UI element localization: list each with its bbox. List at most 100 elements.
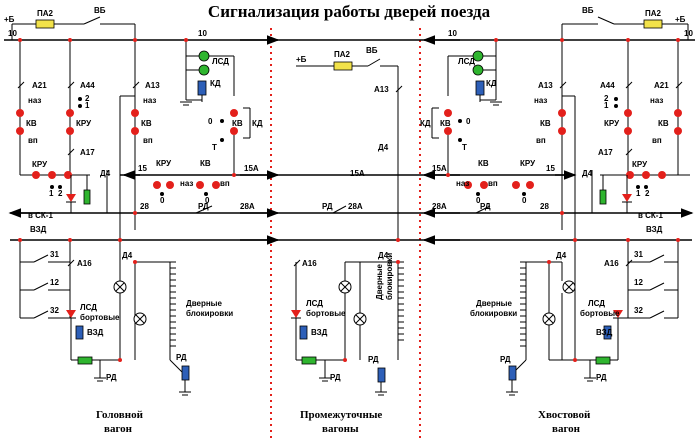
head-car-circuit: А21 наз КВ вп А44 2 1 КРУ А17 А13 наз КВ… — [8, 40, 280, 435]
svg-text:РД: РД — [330, 373, 341, 382]
svg-text:ВБ: ВБ — [582, 6, 594, 15]
svg-text:0: 0 — [208, 117, 213, 126]
svg-text:КВ: КВ — [440, 119, 451, 128]
svg-text:Хвостовой: Хвостовой — [538, 409, 591, 421]
svg-text:1: 1 — [85, 101, 90, 110]
svg-text:КД: КД — [420, 119, 431, 128]
svg-text:ВЗД: ВЗД — [87, 328, 104, 337]
svg-text:КРУ: КРУ — [604, 119, 620, 128]
svg-text:ПА2: ПА2 — [334, 50, 351, 59]
svg-text:КВ: КВ — [478, 159, 489, 168]
svg-text:бортовые: бортовые — [580, 309, 620, 318]
junction-dots — [18, 38, 680, 362]
svg-text:+Б: +Б — [675, 15, 686, 24]
svg-text:Дверные: Дверные — [476, 299, 513, 308]
svg-text:28: 28 — [140, 202, 149, 211]
svg-text:Дверные: Дверные — [375, 263, 384, 300]
svg-text:ЛСД: ЛСД — [212, 57, 229, 66]
svg-text:ВЗД: ВЗД — [646, 225, 663, 234]
svg-text:РД: РД — [368, 355, 379, 364]
svg-text:РД: РД — [106, 373, 117, 382]
svg-text:КВ: КВ — [26, 119, 37, 128]
svg-text:А17: А17 — [598, 148, 613, 157]
svg-text:КД: КД — [486, 79, 497, 88]
svg-text:ЛСД: ЛСД — [306, 299, 323, 308]
svg-text:ЛСД: ЛСД — [588, 299, 605, 308]
svg-text:10: 10 — [448, 29, 457, 38]
svg-text:РД: РД — [596, 373, 607, 382]
svg-text:ПА2: ПА2 — [645, 9, 662, 18]
svg-text:32: 32 — [50, 306, 59, 315]
svg-text:А44: А44 — [600, 81, 615, 90]
svg-text:А13: А13 — [374, 85, 389, 94]
svg-text:Д4: Д4 — [122, 251, 133, 260]
svg-text:1: 1 — [604, 101, 609, 110]
svg-text:блокировки: блокировки — [186, 309, 233, 318]
svg-text:10: 10 — [684, 29, 693, 38]
svg-text:15: 15 — [138, 164, 147, 173]
svg-text:15А: 15А — [432, 164, 447, 173]
svg-text:0: 0 — [522, 196, 527, 205]
svg-text:ВЗД: ВЗД — [30, 225, 47, 234]
svg-text:бортовые: бортовые — [306, 309, 346, 318]
svg-text:РД: РД — [322, 202, 333, 211]
svg-text:1: 1 — [636, 189, 641, 198]
right-battery-feed: +Б ПА2 ВБ — [561, 6, 689, 40]
middle-cars-circuit: +Б ПА2 ВБ А13 Д4 15А РД 28А А16 ЛСД борт… — [278, 46, 420, 435]
svg-text:вп: вп — [488, 179, 498, 188]
svg-text:28: 28 — [540, 202, 549, 211]
svg-text:вагон: вагон — [552, 423, 581, 435]
svg-text:РД: РД — [198, 202, 209, 211]
svg-text:А44: А44 — [80, 81, 95, 90]
svg-text:10: 10 — [8, 29, 17, 38]
svg-text:31: 31 — [634, 250, 643, 259]
svg-text:Дверные: Дверные — [186, 299, 223, 308]
svg-text:ВБ: ВБ — [94, 6, 106, 15]
svg-text:Т: Т — [462, 143, 467, 152]
svg-text:КВ: КВ — [141, 119, 152, 128]
svg-text:10: 10 — [198, 29, 207, 38]
svg-text:32: 32 — [634, 306, 643, 315]
svg-text:28А: 28А — [432, 202, 447, 211]
svg-text:+Б: +Б — [296, 55, 307, 64]
svg-text:0: 0 — [476, 196, 481, 205]
svg-text:1: 1 — [49, 189, 54, 198]
svg-text:в СК-1: в СК-1 — [638, 211, 663, 220]
left-battery-feed: +Б ПА2 ВБ — [4, 6, 136, 40]
svg-text:2: 2 — [604, 94, 609, 103]
svg-text:А21: А21 — [654, 81, 669, 90]
svg-text:Д4: Д4 — [378, 143, 389, 152]
svg-text:+Б: +Б — [4, 15, 15, 24]
svg-text:31: 31 — [50, 250, 59, 259]
svg-text:ВЗД: ВЗД — [596, 328, 613, 337]
svg-text:вп: вп — [220, 179, 230, 188]
svg-text:блокировки: блокировки — [385, 253, 394, 300]
svg-text:12: 12 — [634, 278, 643, 287]
svg-text:ВБ: ВБ — [366, 46, 378, 55]
fuse-pa2-left — [35, 19, 55, 29]
svg-text:КРУ: КРУ — [32, 160, 48, 169]
svg-text:0: 0 — [205, 196, 210, 205]
svg-text:вагон: вагон — [104, 423, 133, 435]
svg-text:КВ: КВ — [200, 159, 211, 168]
svg-text:КД: КД — [252, 119, 263, 128]
svg-text:28А: 28А — [240, 202, 255, 211]
svg-text:Т: Т — [212, 143, 217, 152]
svg-text:А16: А16 — [77, 259, 92, 268]
diagram-title: Сигнализация работы дверей поезда — [208, 2, 491, 21]
svg-text:КВ: КВ — [232, 119, 243, 128]
svg-text:12: 12 — [50, 278, 59, 287]
svg-text:2: 2 — [58, 189, 63, 198]
svg-text:28А: 28А — [348, 202, 363, 211]
svg-text:вп: вп — [143, 136, 153, 145]
svg-text:КД: КД — [210, 79, 221, 88]
svg-text:бортовые: бортовые — [80, 313, 120, 322]
svg-text:А13: А13 — [538, 81, 553, 90]
svg-text:Д4: Д4 — [556, 251, 567, 260]
svg-text:КРУ: КРУ — [632, 160, 648, 169]
svg-text:наз: наз — [456, 179, 469, 188]
svg-text:0: 0 — [466, 117, 471, 126]
svg-text:2: 2 — [85, 94, 90, 103]
svg-text:А21: А21 — [32, 81, 47, 90]
